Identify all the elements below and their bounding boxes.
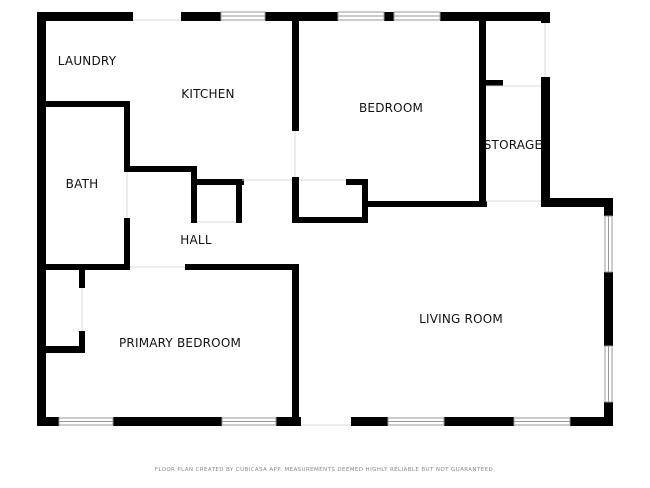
wall-segment — [37, 346, 85, 353]
wall-segment — [181, 12, 221, 21]
walls — [37, 12, 613, 426]
wall-segment — [113, 417, 222, 426]
wall-segment — [541, 80, 550, 86]
wall-segment — [604, 198, 613, 216]
wall-segment — [541, 77, 550, 206]
wall-segment — [351, 417, 388, 426]
wall-segment — [570, 417, 613, 426]
wall-segment — [292, 217, 368, 223]
wall-segment — [292, 264, 299, 419]
wall-segment — [479, 18, 486, 207]
wall-segment — [604, 272, 613, 346]
wall-segment — [362, 201, 487, 207]
wall-segment — [124, 166, 197, 172]
wall-segment — [79, 331, 85, 353]
wall-segment — [292, 177, 299, 223]
wall-segment — [541, 12, 550, 23]
wall-segment — [197, 179, 244, 185]
room-label-storage: STORAGE — [483, 138, 543, 152]
wall-segment — [124, 101, 130, 172]
wall-segment — [276, 417, 301, 426]
wall-segment — [604, 402, 613, 426]
room-label-kitchen: KITCHEN — [181, 87, 235, 101]
wall-segment — [236, 179, 242, 223]
door-openings — [81, 19, 546, 426]
room-label-bath: BATH — [65, 177, 99, 191]
wall-segment — [292, 18, 299, 131]
wall-segment — [479, 80, 503, 86]
room-label-bedroom: BEDROOM — [358, 101, 424, 115]
windows — [58, 11, 613, 426]
room-label-hall: HALL — [180, 233, 212, 247]
wall-segment — [37, 101, 130, 107]
wall-segment — [191, 166, 197, 223]
wall-segment — [440, 12, 550, 21]
room-label-living-room: LIVING ROOM — [419, 312, 503, 326]
wall-segment — [265, 12, 338, 21]
wall-segment — [37, 417, 59, 426]
footer-disclaimer: FLOOR PLAN CREATED BY CUBICASA APP. MEAS… — [154, 467, 496, 473]
wall-segment — [541, 198, 613, 207]
room-label-laundry: LAUNDRY — [57, 54, 117, 68]
wall-segment — [444, 417, 514, 426]
wall-segment — [37, 12, 133, 21]
wall-segment — [124, 218, 130, 270]
wall-segment — [346, 179, 368, 185]
wall-segment — [37, 12, 46, 426]
wall-segment — [79, 264, 85, 288]
wall-segment — [384, 12, 394, 21]
wall-segment — [185, 264, 299, 270]
room-label-primary-bedroom: PRIMARY BEDROOM — [118, 336, 242, 350]
